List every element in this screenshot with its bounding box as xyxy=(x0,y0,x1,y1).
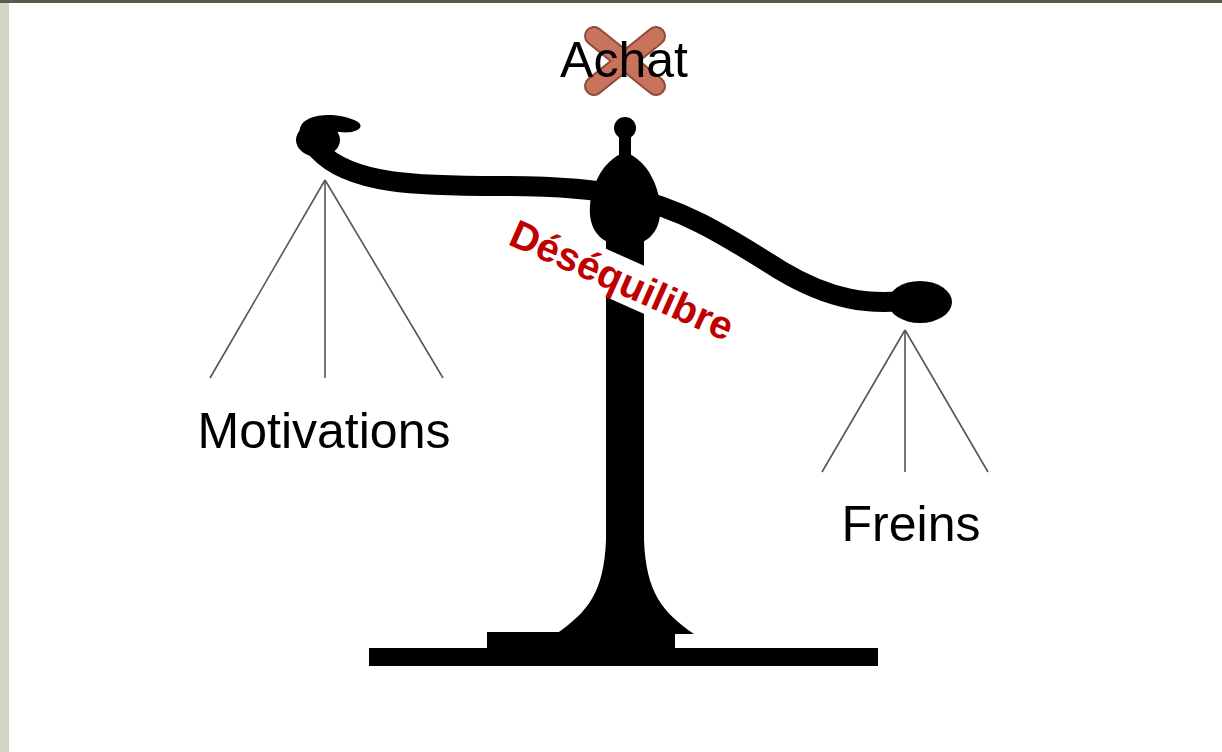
scale-body xyxy=(296,115,952,666)
side-strip xyxy=(0,0,9,752)
imbalance-label: Déséquilibre xyxy=(500,209,745,350)
pan-label: Freins xyxy=(842,497,981,552)
title-word: Achat xyxy=(560,33,688,88)
pan-label: Motivations xyxy=(198,404,451,459)
top-strip xyxy=(0,0,1222,3)
